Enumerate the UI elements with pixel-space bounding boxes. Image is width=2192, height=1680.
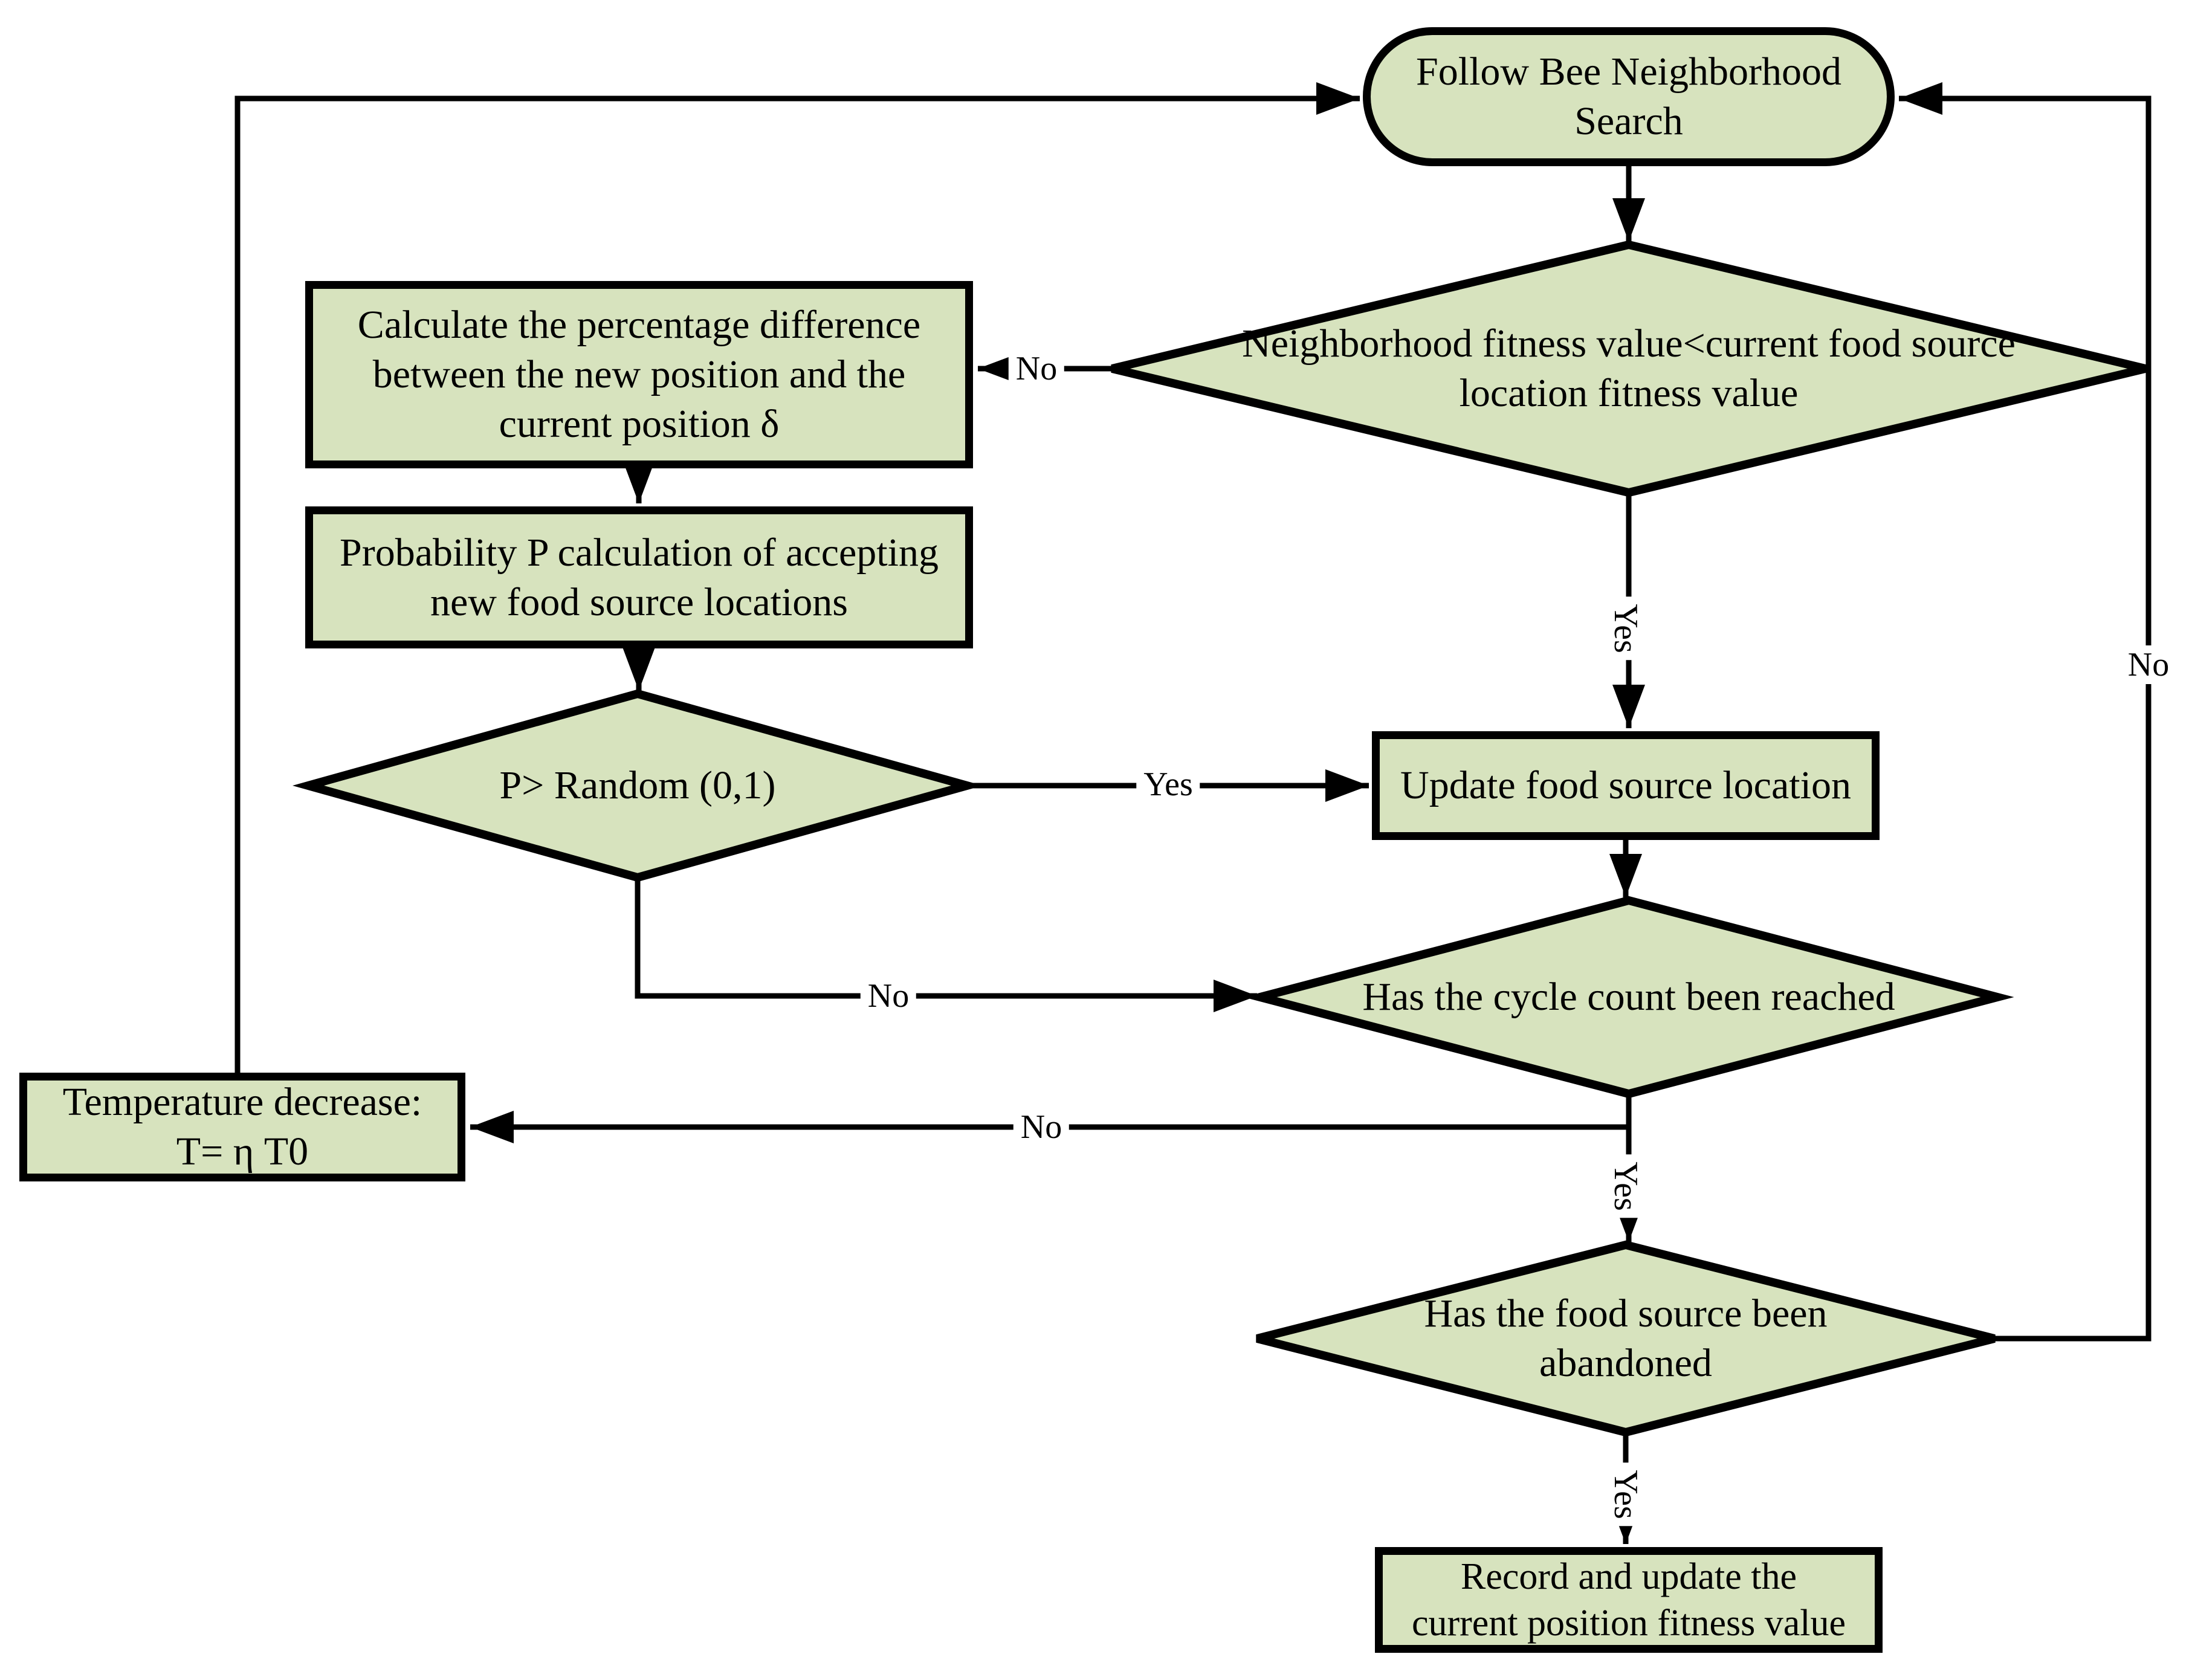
decision-label-cycle-count: Has the cycle count been reached [1266, 972, 1991, 1022]
node-text-line: Search [1574, 99, 1683, 143]
decision-label-p-random: P> Random (0,1) [366, 761, 910, 810]
edge-label-cycle-no: No [1013, 1108, 1070, 1146]
node-label: Calculate the percentage difference betw… [358, 300, 920, 448]
node-text-line: Follow Bee Neighborhood [1416, 50, 1841, 94]
decision-cycle-count [1243, 896, 2014, 1099]
edge-label-abandoned-no: No [2120, 645, 2177, 684]
node-text-line: Probability P calculation of accepting [340, 530, 939, 575]
node-calc-percentage-difference: Calculate the percentage difference betw… [305, 281, 973, 468]
decision-food-abandoned [1256, 1240, 1996, 1437]
edge-label-neighborhood-no: No [1008, 349, 1065, 388]
node-label: Temperature decrease: T= η T0 [63, 1077, 422, 1177]
decision-neighborhood-fitness [1111, 240, 2147, 497]
node-text-line: abandoned [1539, 1341, 1712, 1385]
node-update-food-source: Update food source location [1372, 731, 1880, 840]
node-text-line: Calculate the percentage difference [357, 303, 921, 347]
node-text-line: P> Random (0,1) [499, 763, 776, 808]
edge-label-p-yes: Yes [1136, 765, 1200, 804]
node-record-update-fitness: Record and update the current position f… [1375, 1547, 1883, 1653]
edge-abandoned-no-to-start [1899, 82, 2152, 1342]
node-label: Record and update the current position f… [1412, 1554, 1846, 1647]
node-text-line: location fitness value [1459, 371, 1799, 415]
node-text-line: Update food source location [1400, 763, 1851, 808]
node-text-line: T= η T0 [176, 1129, 309, 1174]
node-text-line: current position δ [499, 401, 780, 446]
node-text-line: current position fitness value [1412, 1602, 1846, 1644]
node-text-line: Has the food source been [1424, 1291, 1828, 1336]
edge-label-p-no: No [860, 977, 917, 1015]
edge-label-neighborhood-yes: Yes [1606, 596, 1645, 661]
node-text-line: Temperature decrease: [62, 1080, 422, 1125]
decision-label-neighborhood: Neighborhood fitness value<current food … [1097, 319, 2161, 418]
edge-prandom-no-to-cycle [635, 877, 1257, 1012]
edge-label-cycle-yes: Yes [1606, 1154, 1645, 1218]
node-temperature-decrease: Temperature decrease: T= η T0 [19, 1073, 465, 1181]
node-label: Follow Bee Neighborhood Search [1416, 47, 1841, 146]
node-text-line: Has the cycle count been reached [1362, 975, 1895, 1019]
node-label: Update food source location [1400, 761, 1851, 810]
decision-p-random [292, 689, 983, 882]
node-text-line: Record and update the [1460, 1556, 1797, 1597]
node-label: Probability P calculation of accepting n… [340, 528, 939, 627]
node-text-line: Neighborhood fitness value<current food … [1242, 321, 2016, 366]
node-text-line: new food source locations [430, 580, 848, 624]
node-probability-calculation: Probability P calculation of accepting n… [305, 506, 973, 648]
node-text-line: between the new position and the [372, 352, 906, 397]
decision-label-food-abandoned: Has the food source been abandoned [1278, 1289, 1973, 1388]
node-follow-bee-search: Follow Bee Neighborhood Search [1363, 27, 1895, 166]
edge-label-abandoned-yes: Yes [1606, 1462, 1645, 1527]
edge-temperature-to-start [234, 82, 1360, 1073]
